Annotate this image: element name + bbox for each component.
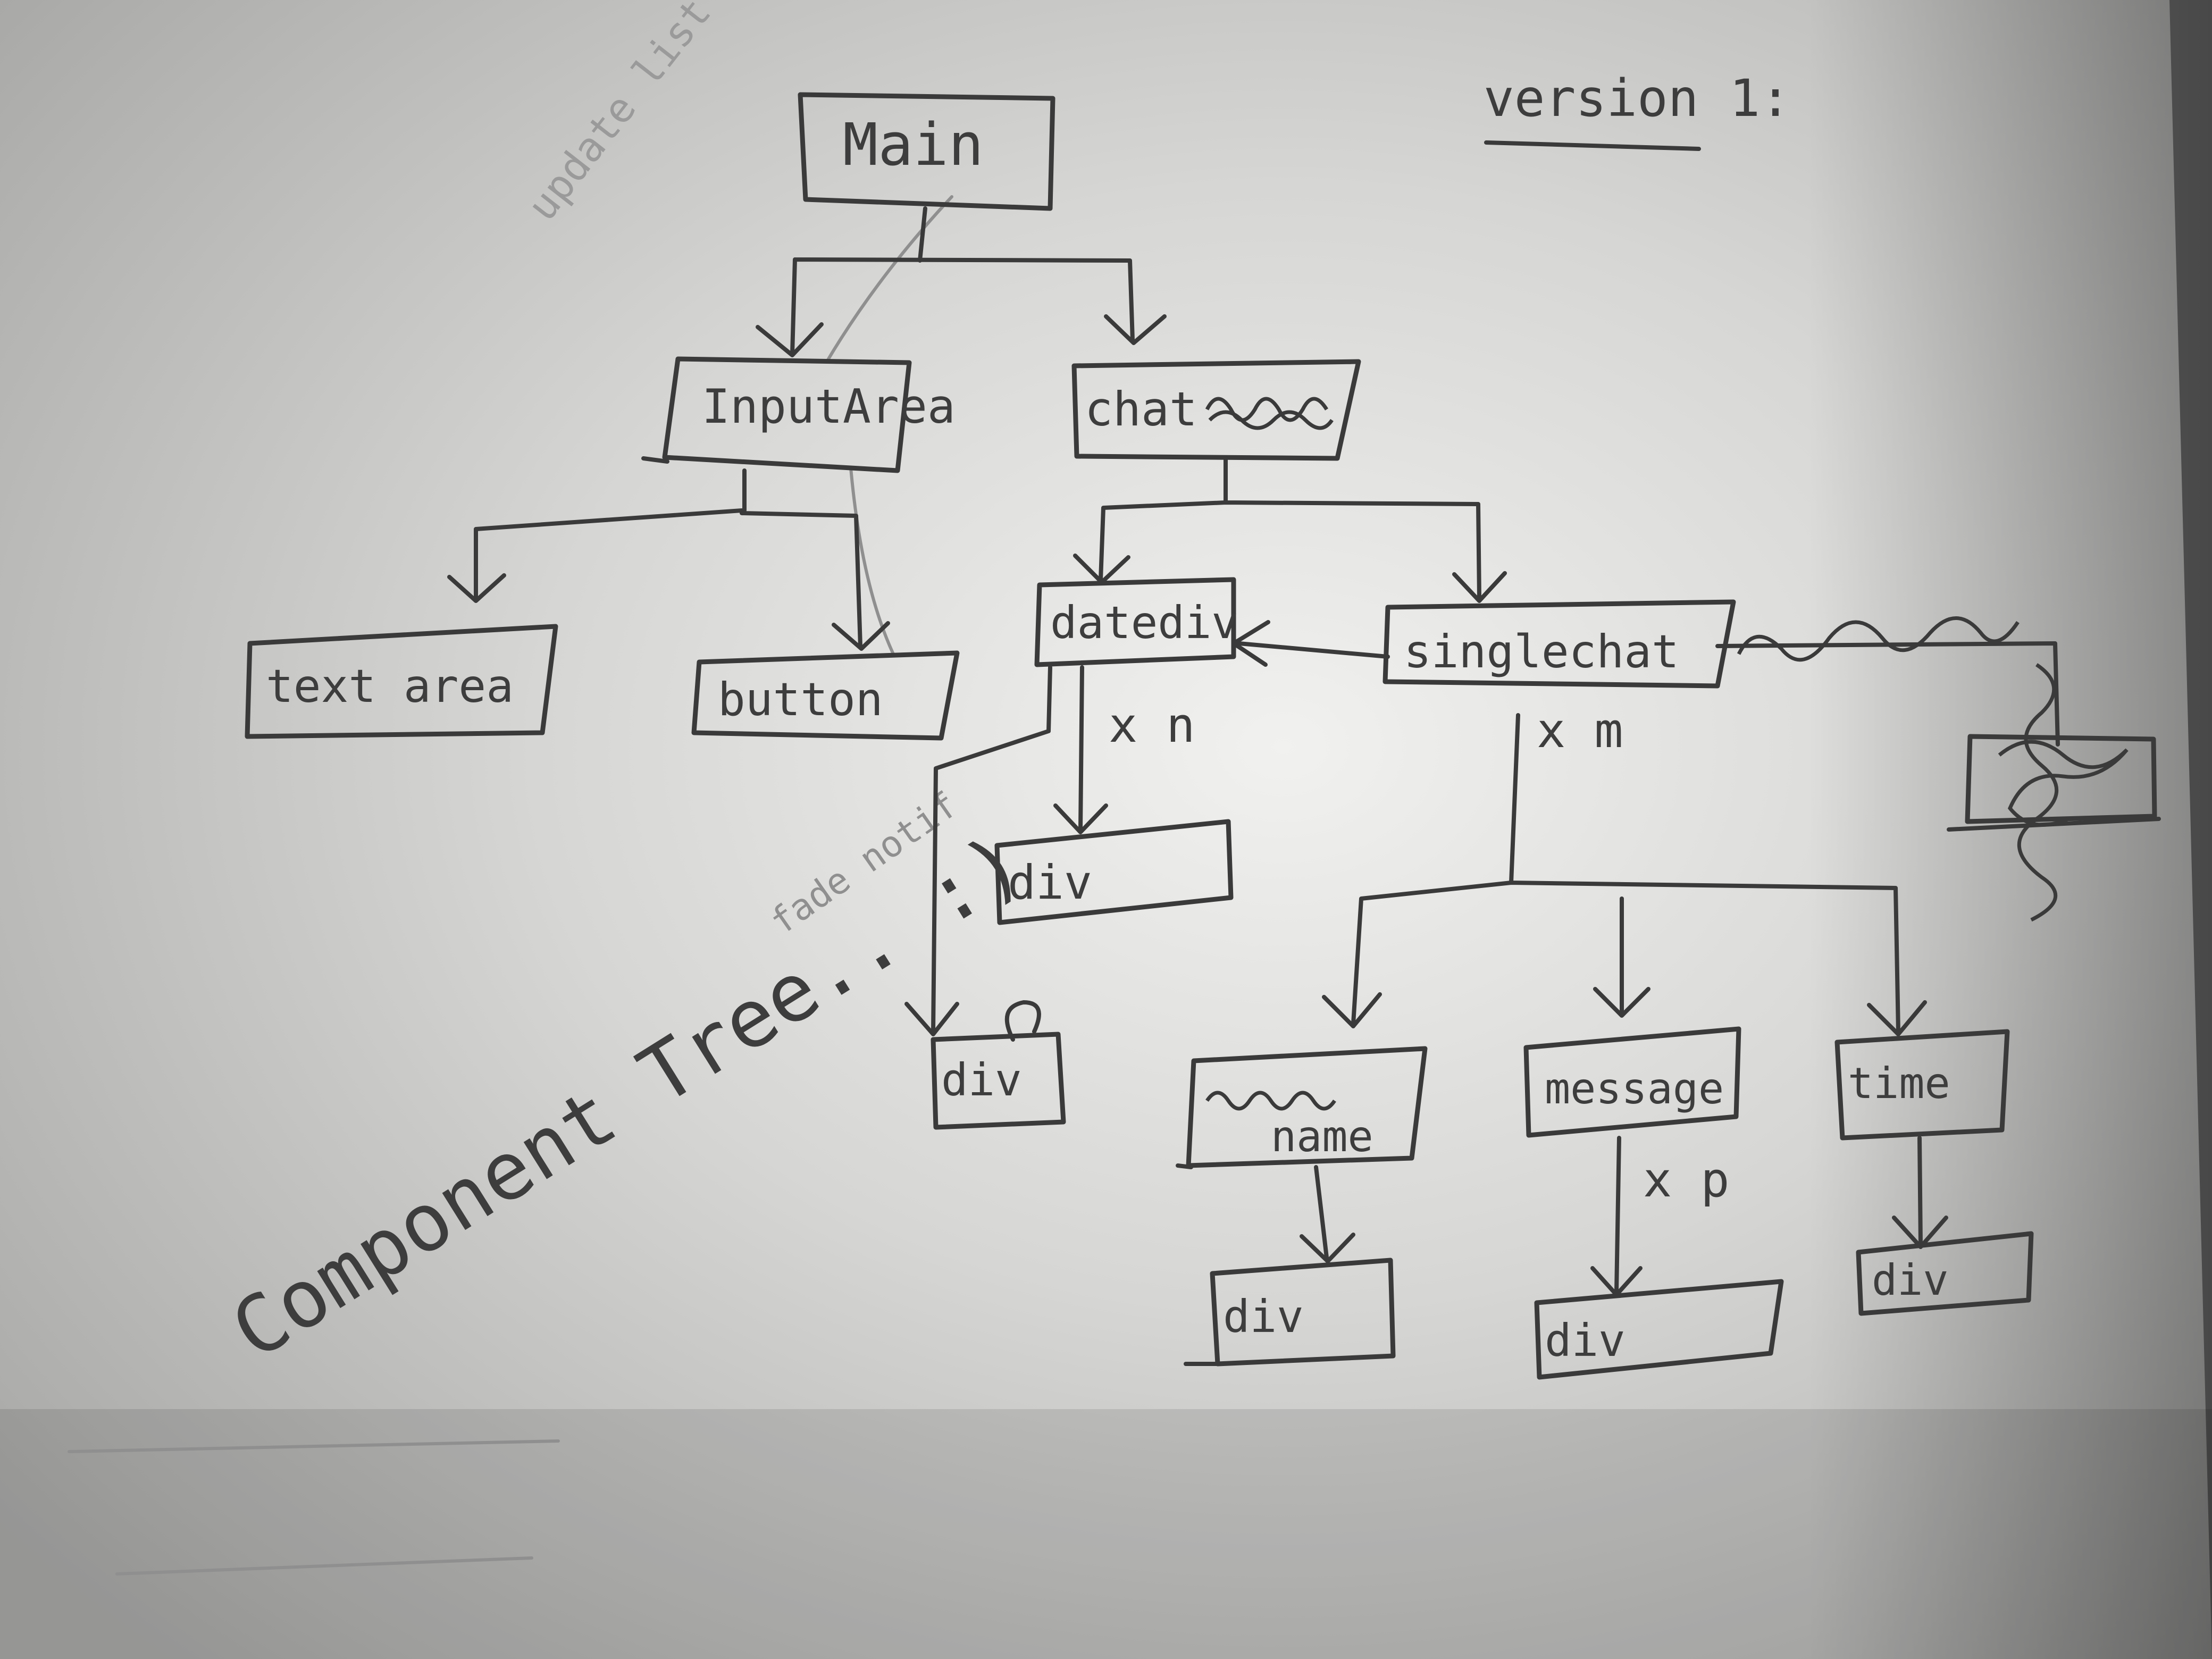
node-time: time	[1834, 1029, 2010, 1141]
arrowhead-name-div	[1300, 1233, 1355, 1263]
node-notif-div: div	[931, 1000, 1066, 1130]
node-inputarea: InputArea	[641, 356, 956, 473]
node-chat: chat	[1071, 359, 1361, 461]
arrowhead-singlechat-to-datediv	[1231, 620, 1270, 667]
edge-time-to-div	[1917, 1136, 1923, 1246]
edge-singlechat-children	[1351, 713, 1900, 1034]
node-datediv: datediv	[1034, 577, 1238, 667]
node-message-div: div	[1534, 1279, 1784, 1380]
node-singlechat: singlechat	[1382, 599, 1736, 689]
arrowhead-message	[1593, 987, 1650, 1018]
node-message: message	[1523, 1026, 1741, 1138]
edge-datediv-to-notif-div	[931, 665, 1052, 1034]
multiplier-singlechat: x m	[1537, 703, 1623, 759]
node-button: button	[691, 650, 960, 741]
node-inputarea-label: InputArea	[702, 379, 956, 434]
node-name-div: div	[1184, 1258, 1396, 1367]
node-name-div-label: div	[1223, 1291, 1304, 1343]
paper-right-shadow	[1808, 0, 2212, 1659]
node-message-div-label: div	[1545, 1314, 1626, 1367]
node-message-label: message	[1545, 1064, 1724, 1113]
paper-bottom-shadow	[0, 1409, 2212, 1659]
chat-scribble	[1205, 397, 1334, 430]
edge-chat-children	[1099, 456, 1481, 600]
node-singlechat-label: singlechat	[1404, 625, 1679, 678]
node-textarea-label: text area	[266, 660, 514, 713]
node-name-label: name	[1271, 1112, 1373, 1161]
multiplier-datediv: x n	[1109, 698, 1195, 753]
node-datediv-div-label: div	[1008, 855, 1092, 910]
node-button-label: button	[718, 673, 883, 726]
arrowhead-datediv-div	[1053, 803, 1108, 834]
node-chat-label: chat	[1085, 382, 1197, 437]
version-underline	[1484, 140, 1701, 151]
node-time-div-label: div	[1872, 1255, 1949, 1305]
name-scribble	[1205, 1091, 1336, 1111]
node-datediv-div: div	[994, 819, 1234, 925]
faint-arrow-button-to-inputarea	[849, 466, 895, 656]
edge-inputarea-children	[474, 468, 862, 648]
arrowhead-name	[1322, 992, 1382, 1028]
edge-message-to-div	[1614, 1136, 1621, 1294]
arrowhead-singlechat	[1452, 571, 1507, 603]
arrowhead-textarea	[447, 573, 506, 603]
node-time-div: div	[1856, 1231, 2034, 1316]
node-main-label: Main	[843, 111, 984, 179]
node-main: Main	[798, 92, 1055, 211]
node-datediv-label: datediv	[1050, 597, 1238, 649]
arrowhead-notif-div	[904, 1002, 959, 1036]
node-name: name	[1176, 1046, 1428, 1169]
node-time-label: time	[1848, 1059, 1950, 1108]
edge-singlechat-to-datediv	[1237, 641, 1390, 659]
edge-main-children	[790, 206, 1135, 356]
node-textarea: text area	[245, 624, 558, 739]
arrowhead-time	[1867, 1000, 1927, 1036]
arrowhead-chat	[1104, 314, 1167, 345]
faint-bottom-marks	[68, 1439, 560, 1576]
scribbled-out-node	[1715, 616, 2161, 922]
faint-arrow-inputarea-to-main	[825, 195, 953, 363]
multiplier-message: x p	[1643, 1152, 1730, 1208]
arrowhead-inputarea	[756, 322, 824, 357]
edge-name-to-div	[1314, 1165, 1329, 1260]
arrowhead-button	[832, 621, 890, 651]
node-notif-div-label: div	[941, 1054, 1022, 1106]
edge-datediv-to-div	[1078, 665, 1084, 832]
version-label: version 1:	[1484, 69, 1791, 128]
